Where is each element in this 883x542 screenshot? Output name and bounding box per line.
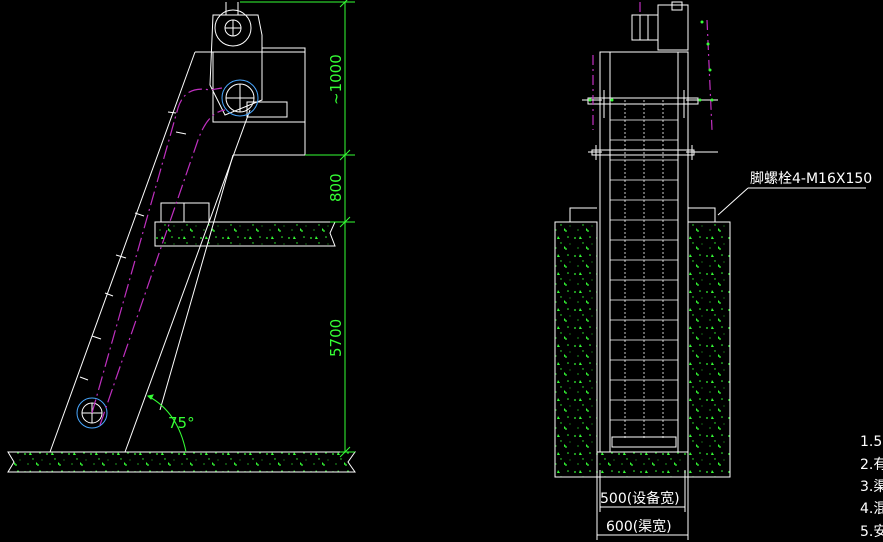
note-5: 5.安 <box>860 524 883 540</box>
rake-bars <box>610 119 678 421</box>
channel-floor <box>596 451 689 478</box>
gearbox <box>657 4 689 51</box>
note-3: 3.渠 <box>860 479 883 495</box>
platform-slab <box>154 221 336 247</box>
front-width-dimensions <box>596 452 689 540</box>
width-channel-label: 600(渠宽) <box>606 518 672 535</box>
drive-arm <box>209 14 263 116</box>
width-equipment-label: 500(设备宽) <box>600 490 680 507</box>
note-1: 1.5 <box>860 434 882 450</box>
channel-wall-left <box>554 221 598 478</box>
front-view <box>554 1 731 478</box>
chain-centerline <box>91 87 226 426</box>
head-sprocket <box>214 9 252 47</box>
rake-mesh <box>624 100 664 440</box>
ground-slab-bottom <box>7 451 356 473</box>
cross-beam-top <box>587 97 699 105</box>
notes-list: 1.5 2.有 3.渠 4.混 5.安 <box>860 434 883 540</box>
drive-sprocket <box>221 79 259 117</box>
side-view <box>7 2 356 473</box>
head-housing <box>212 51 306 123</box>
frame-left-edge <box>49 51 196 453</box>
motor-body <box>631 14 659 41</box>
note-4: 4.混 <box>860 501 883 517</box>
dim-bottom-label: 5700 <box>327 319 345 357</box>
rake-teeth <box>79 111 187 381</box>
angle-indicator <box>146 394 187 453</box>
cross-beam-mid <box>591 149 695 156</box>
angle-label: 75° <box>168 414 195 432</box>
frame-body <box>599 51 689 453</box>
bolt-label: 脚螺栓4-M16X150 <box>750 171 872 187</box>
channel-wall-right <box>687 221 731 478</box>
bolt-leader <box>717 187 866 216</box>
side-dimension-chain <box>240 0 355 458</box>
dim-mid-label: 800 <box>327 173 345 202</box>
front-centerlines <box>592 2 713 131</box>
note-2: 2.有 <box>860 457 883 473</box>
motor-box-2 <box>183 202 210 223</box>
dim-top-label: ~1000 <box>327 54 345 105</box>
bolt-marker-accents <box>588 20 714 102</box>
